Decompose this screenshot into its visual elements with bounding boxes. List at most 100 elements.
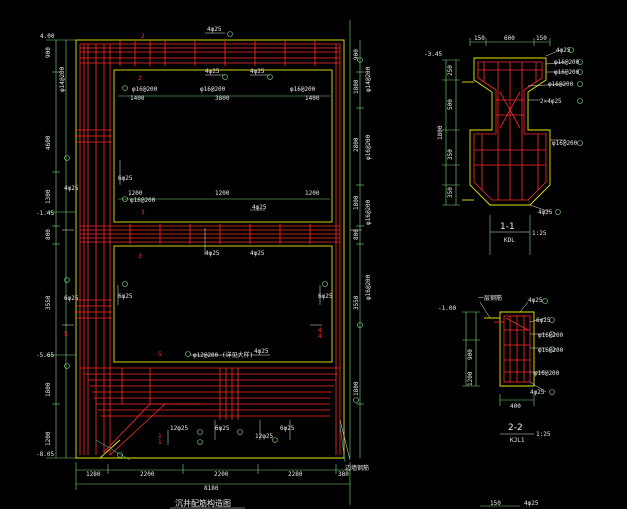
bottom-dim-3: 2200 <box>214 471 229 478</box>
left-dim-7: 1200 <box>45 431 52 446</box>
detail-1-1: 150 600 150 -3.45 250 500 1800 350 350 4… <box>424 35 583 255</box>
top-dim-upper-2: 3800 <box>215 95 230 102</box>
detail2-bottom-dim: 400 <box>510 403 521 410</box>
rebar-bot-a-label: 12φ25 <box>170 425 188 432</box>
detail1-label-5: 2×4φ25 <box>540 98 562 105</box>
section-mark-1a: 1 <box>158 433 162 440</box>
rebar-mid-b-label: 4φ25 <box>252 204 267 211</box>
detail1-rebar <box>473 61 547 201</box>
rebar-u2-label: 4φ25 <box>250 68 265 75</box>
top-dim-lower-2: 1200 <box>215 190 230 197</box>
detail2-label-5: φ16@200 <box>538 347 564 354</box>
top-dim-lower-1: 1200 <box>128 190 143 197</box>
detail1-left-dim-2: 500 <box>447 99 454 110</box>
section-mark-5a: 5 <box>64 331 68 338</box>
detail1-elev: -3.45 <box>424 51 442 58</box>
detail2-left-dim-1: 900 <box>467 349 474 360</box>
section-mark-4a: 4 <box>318 327 322 334</box>
detail1-leaders <box>490 49 567 233</box>
bottom-dim-5: 380 <box>338 471 349 478</box>
detail1-top-dim-2: 600 <box>504 35 515 42</box>
left-vert-label: φ14@200 <box>59 66 66 92</box>
main-markers <box>64 31 363 458</box>
right-dim-3: 2800 <box>353 137 360 152</box>
detail3-dim: 150 <box>490 500 501 507</box>
detail3-label: 4φ25 <box>524 500 539 507</box>
section-mark-1b: 1 <box>158 439 162 446</box>
detail1-top-dim-3: 150 <box>536 35 547 42</box>
detail1-left-dim-4: 350 <box>447 149 454 160</box>
rebar-side-g-label: 4φ25 <box>64 185 79 192</box>
rebar-u5-label: φ16@200 <box>290 86 316 93</box>
left-dim-4: 800 <box>45 229 52 240</box>
rebar-mid-d-label: 4φ25 <box>250 250 265 257</box>
right-dim-1: 900 <box>353 49 360 60</box>
detail2-rebar <box>494 315 531 383</box>
elev-low: -5.65 <box>36 352 54 359</box>
detail1-scale: 1:25 <box>532 230 547 237</box>
rebar-bot-d-label: 6φ25 <box>280 425 295 432</box>
detail1-title: 1-1 <box>500 222 515 232</box>
rebar-mid-c-label: 4φ25 <box>205 250 220 257</box>
elev-bottom: -8.05 <box>36 451 54 458</box>
main-leaders <box>62 32 362 461</box>
section-mark-4b: 4 <box>318 333 322 340</box>
detail2-label-2: 一层钢筋 <box>478 294 502 302</box>
section-mark-2a: 2 <box>141 33 145 40</box>
right-dim-2: 1800 <box>353 79 360 94</box>
rebar-side-e-label: 6φ25 <box>318 293 333 300</box>
detail1-label-2: φ16@200 <box>554 59 580 66</box>
main-rebar <box>76 40 341 456</box>
detail2-label-1: 4φ25 <box>528 297 543 304</box>
left-dim-3: 1300 <box>45 189 52 204</box>
right-dim-7: 1800 <box>353 381 360 396</box>
rebar-note-label: (详见大样) <box>222 351 253 359</box>
rebar-mid-label: φ16@200 <box>130 197 156 204</box>
detail2-left-dim-2: 1200 <box>467 371 474 386</box>
right-vert-label-3: φ16@200 <box>365 199 372 225</box>
rebar-u4-label: φ16@200 <box>200 86 226 93</box>
rebar-bot-b-label: 6φ25 <box>215 425 230 432</box>
detail1-top-dim-1: 150 <box>474 35 485 42</box>
main-title: 沉井配筋构造图 <box>175 498 231 508</box>
detail2-sub: KJL1 <box>510 437 525 444</box>
elev-top: 4.00 <box>40 33 55 40</box>
elev-mid: -1.45 <box>36 210 54 217</box>
detail2-label-4: φ16@200 <box>538 332 564 339</box>
rebar-bot-c-label: 12φ25 <box>255 433 273 440</box>
detail1-left-dim-3: 1800 <box>437 125 444 140</box>
detail2-label-6: φ16@200 <box>534 370 560 377</box>
main-elevation: 4.00 -1.45 -5.65 -8.05 900 4600 1300 800… <box>36 20 372 509</box>
main-cyan-lines <box>95 424 346 463</box>
left-dim-1: 900 <box>45 47 52 58</box>
main-outline <box>75 39 345 459</box>
total-dim: 8180 <box>204 485 219 492</box>
rebar-edge-label: 边墙钢筋 <box>345 464 369 472</box>
rebar-top-label: 4φ25 <box>207 26 222 33</box>
rebar-low-b-label: 4φ25 <box>254 348 269 355</box>
detail-3-partial: 150 4φ25 <box>480 500 539 507</box>
detail2-outline <box>484 311 535 387</box>
top-dim-upper-3: 1400 <box>305 95 320 102</box>
rebar-side-d-label: 6φ25 <box>118 293 133 300</box>
detail1-label-6: φ16@200 <box>552 140 578 147</box>
detail1-markers <box>555 47 583 215</box>
detail1-label-1: 4φ25 <box>556 47 571 54</box>
detail1-label-3: φ16@200 <box>554 69 580 76</box>
detail-2-2: -1.00 900 1200 400 4φ25 一层钢筋 6φ25 φ16@20… <box>438 294 564 444</box>
detail1-sub: KDL <box>504 237 515 244</box>
top-dim-upper-1: 1400 <box>130 95 145 102</box>
right-dim-5: 800 <box>353 229 360 240</box>
detail2-label-3: 6φ25 <box>536 317 551 324</box>
detail2-scale: 1:25 <box>536 431 551 438</box>
bottom-dim-4: 2280 <box>288 471 303 478</box>
detail1-dims <box>442 38 551 255</box>
detail2-leaders <box>479 301 547 435</box>
bottom-dim-2: 2200 <box>140 471 155 478</box>
section-mark-3b: 3 <box>138 253 142 260</box>
rebar-side-f-label: 6φ25 <box>64 295 79 302</box>
detail2-dims <box>462 311 535 406</box>
right-vert-label: φ14@200 <box>365 66 372 92</box>
section-mark-2b: 2 <box>138 75 142 82</box>
